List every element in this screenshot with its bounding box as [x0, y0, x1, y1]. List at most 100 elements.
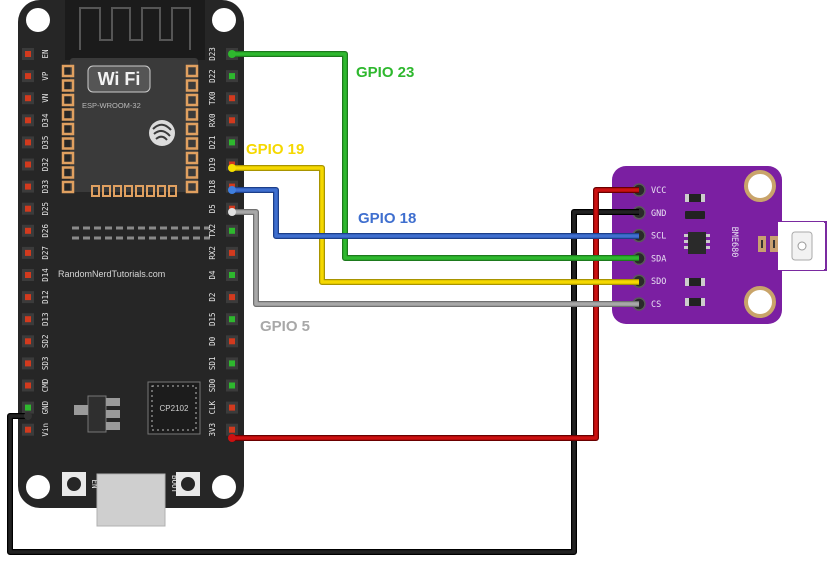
right-pin-pad [229, 316, 235, 323]
left-pin-label: VP [41, 71, 50, 81]
left-pin-pad [25, 161, 31, 168]
left-pin-label: EN [41, 49, 50, 58]
left-pin-pad [25, 139, 31, 146]
right-pin-pad [229, 272, 235, 278]
left-pin-label: D27 [41, 246, 50, 260]
module-pad [124, 185, 133, 197]
left-pin-pad [25, 249, 31, 256]
wire-end-dot [228, 186, 236, 194]
wire-gpio5 [232, 210, 639, 306]
right-pin-pad [229, 139, 235, 146]
left-pin-pad [25, 272, 31, 278]
left-pin-label: D34 [41, 113, 50, 127]
module-pad [61, 137, 75, 150]
module-pad [157, 185, 166, 197]
gpio19-label: GPIO 19 [246, 141, 304, 158]
right-pin-label: D4 [208, 270, 217, 280]
gpio18-label: GPIO 18 [358, 210, 416, 227]
wire-gpio19 [232, 166, 639, 284]
left-pin-label: D13 [41, 312, 50, 326]
left-pin-label: D32 [41, 158, 50, 172]
right-pin-label: D18 [208, 179, 217, 193]
module-pad [61, 122, 75, 136]
module-pad [168, 185, 177, 197]
wifi-logo [87, 65, 151, 93]
right-pin-label: D0 [208, 336, 217, 346]
voltage-regulator [87, 395, 107, 433]
right-pin-pad [229, 360, 235, 367]
right-pin-pad [229, 404, 235, 411]
sensor-pin-label: VCC [651, 186, 666, 196]
left-pin-label: D26 [41, 224, 50, 238]
wire-end-dot [228, 434, 236, 442]
chip-label: CP2102 [160, 404, 189, 413]
mount-hole [212, 8, 236, 32]
module-pad [185, 180, 199, 194]
site-text: RandomNerdTutorials.com [58, 269, 165, 279]
right-pin-pad [229, 294, 235, 301]
right-pin-pad [229, 95, 235, 102]
right-pin-label: RX0 [208, 113, 217, 127]
wire-vcc-outline [232, 187, 639, 441]
left-pin-pad [25, 360, 31, 367]
left-pin-label: D12 [41, 290, 50, 304]
right-pin-label: RX2 [208, 246, 217, 260]
module-pad [185, 137, 199, 150]
left-pin-pad [25, 382, 31, 389]
left-pin-pad [25, 294, 31, 301]
right-pin-label: D15 [208, 312, 217, 326]
wire-end-dot [24, 412, 32, 420]
gpio23-label: GPIO 23 [356, 64, 414, 81]
module-pad [185, 151, 199, 165]
wire-end-dot [228, 164, 236, 172]
left-pin-label: D33 [41, 180, 50, 194]
left-pin-label: SD3 [41, 357, 50, 371]
en-button-label: EN [90, 479, 99, 488]
left-pin-label: VN [41, 94, 50, 103]
module-pad [61, 64, 75, 78]
left-pin-pad [25, 95, 31, 102]
module-pad [61, 166, 75, 179]
left-pin-pad [25, 73, 31, 80]
left-pin-label: D14 [41, 268, 50, 282]
right-pin-pad [229, 338, 235, 345]
wire-gpio23 [232, 52, 639, 260]
sensor-regulator [688, 232, 706, 254]
left-pin-pad [25, 117, 31, 124]
left-pin-pad [25, 426, 31, 433]
sensor-pin-label: SDO [651, 277, 666, 287]
right-pin-label: D19 [208, 158, 217, 172]
right-pin-pad [229, 249, 235, 256]
left-pin-pad [25, 51, 31, 57]
module-pad [61, 180, 75, 194]
right-pin-label: D2 [208, 293, 217, 302]
module-pad [113, 185, 122, 197]
wire-gpio18 [232, 188, 639, 238]
mount-hole [26, 8, 50, 32]
right-pin-pad [229, 426, 235, 433]
cp2102-chip [147, 381, 201, 435]
module-pads [61, 64, 199, 197]
right-pin-label: 3V3 [208, 423, 217, 437]
right-pin-label: SD0 [208, 378, 217, 392]
module-pad [185, 64, 199, 78]
module-pad [185, 122, 199, 136]
right-pin-label: D5 [208, 204, 217, 213]
module-pad [135, 185, 144, 197]
antenna-trace [79, 7, 191, 50]
right-pin-pad [229, 382, 235, 389]
right-pin-label: SD1 [208, 357, 217, 371]
right-pin-label: TX0 [208, 91, 217, 105]
left-pin-pad [25, 338, 31, 345]
module-pad [91, 185, 100, 197]
module-pad [146, 185, 155, 197]
left-pin-label: GND [41, 400, 50, 414]
wire-gnd [8, 210, 639, 554]
left-pin-label: D35 [41, 136, 50, 150]
right-pin-label: CLK [208, 400, 217, 414]
wire-gpio19-outline [232, 165, 639, 285]
right-pin-label: D22 [208, 69, 217, 83]
left-pin-label: SD2 [41, 335, 50, 349]
boot-button-label: BOOT [170, 475, 179, 494]
wifi-logo-text: Wi Fi [98, 69, 141, 89]
